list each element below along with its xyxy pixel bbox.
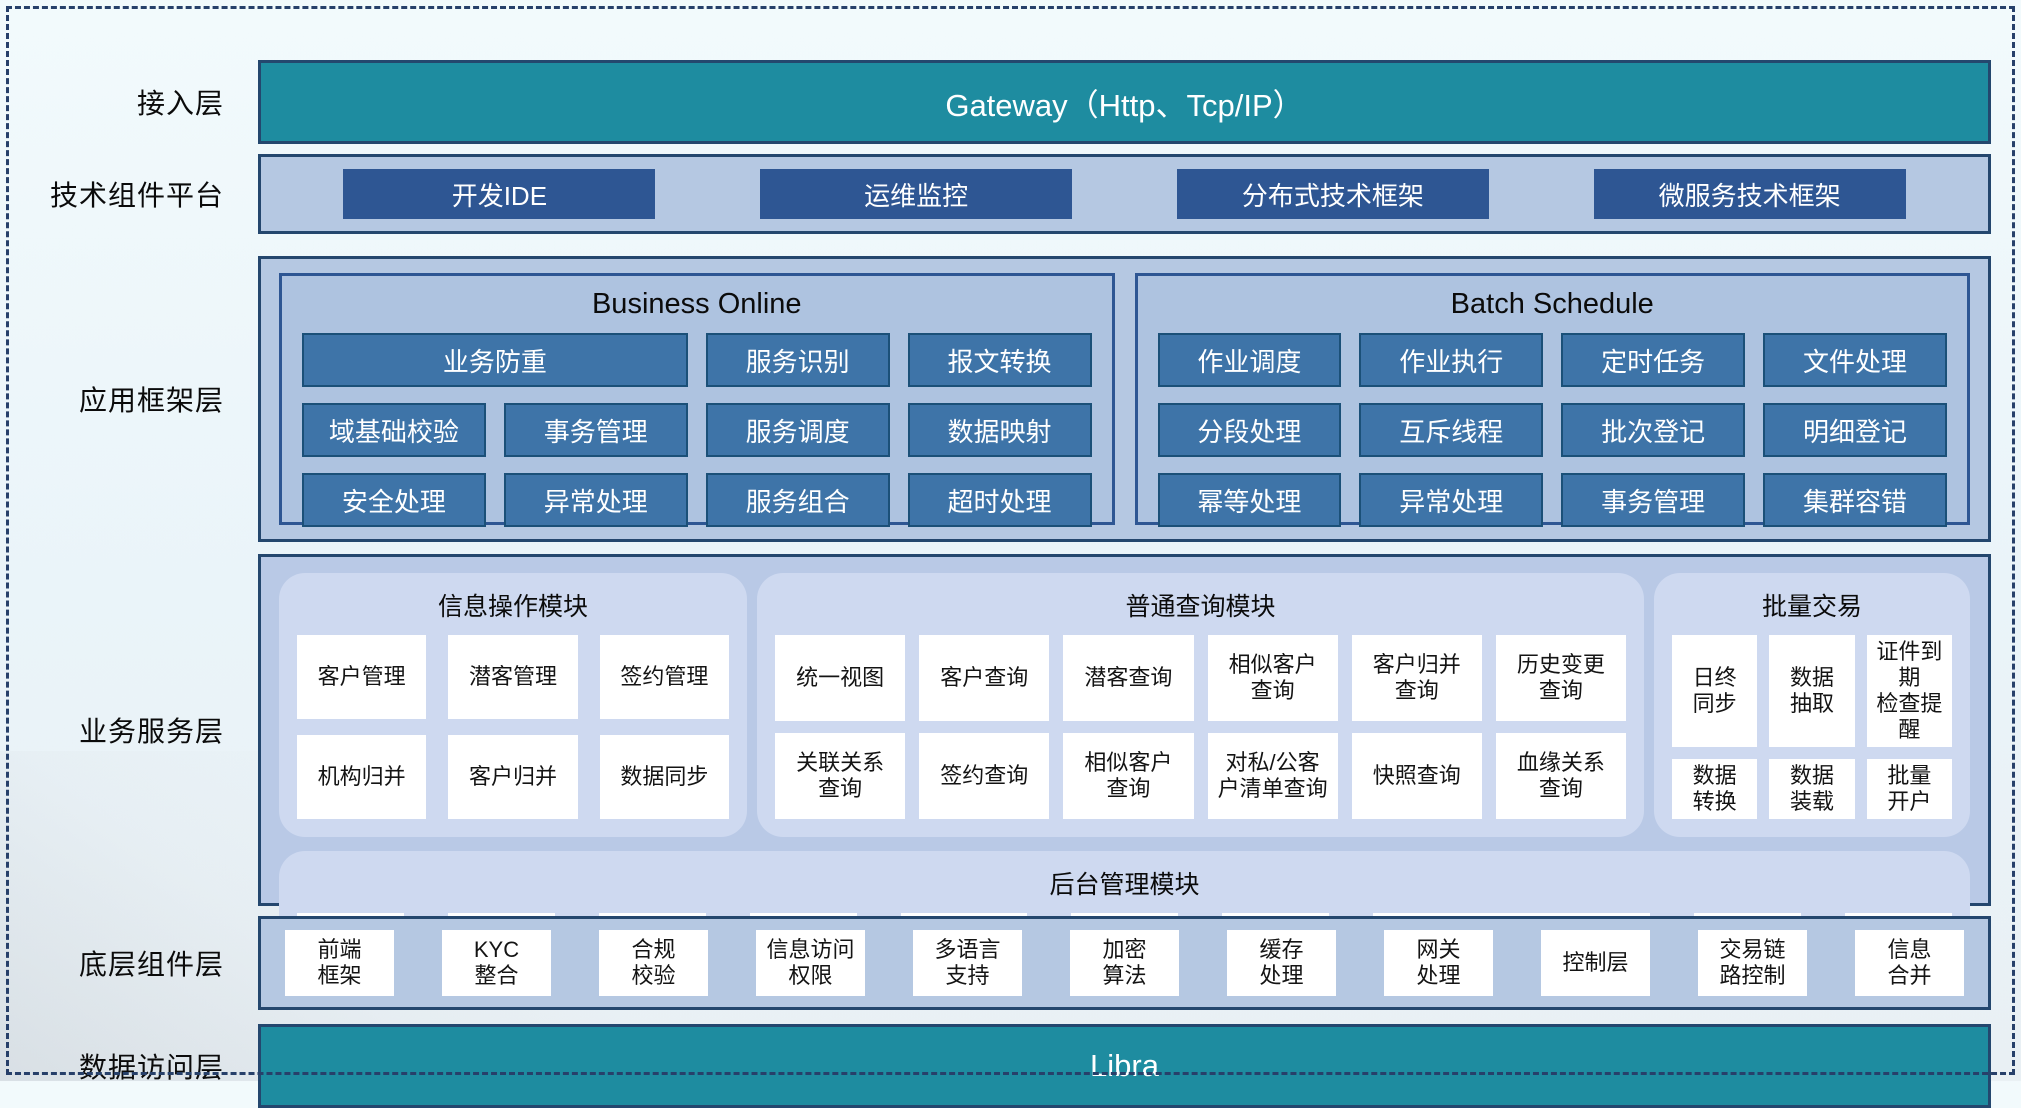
base-components-panel: 前端 框架 KYC 整合 合规 校验 信息访问 权限 多语言 支持 加密 算法 … [258, 916, 1991, 1010]
base-cell[interactable]: 网关 处理 [1384, 930, 1493, 996]
svc-cell[interactable]: 客户查询 [919, 635, 1050, 721]
svc-cell[interactable]: 客户归并 查询 [1351, 635, 1482, 721]
admin-module-title: 后台管理模块 [1049, 870, 1200, 899]
gateway-bar[interactable]: Gateway（Http、Tcp/IP） [258, 60, 1991, 144]
base-cell[interactable]: 前端 框架 [285, 930, 394, 996]
business-online-grid: 业务防重 服务识别 报文转换 域基础校验 事务管理 服务调度 数据映射 安全处理… [302, 333, 1092, 527]
svc-cell[interactable]: 签约查询 [919, 732, 1050, 819]
bs-item[interactable]: 明细登记 [1763, 403, 1947, 457]
svc-cell[interactable]: 统一视图 [775, 635, 906, 721]
base-cell[interactable]: 缓存 处理 [1227, 930, 1336, 996]
info-module-title: 信息操作模块 [437, 593, 588, 621]
svc-cell[interactable]: 证件到期 检查提醒 [1866, 635, 1952, 747]
bs-item[interactable]: 分段处理 [1157, 403, 1342, 457]
data-access-row: 数据访问层 Libra [0, 1024, 1991, 1108]
bo-item[interactable]: 异常处理 [503, 473, 688, 527]
base-cell[interactable]: 信息 合并 [1855, 930, 1964, 996]
libra-bar[interactable]: Libra [258, 1024, 1991, 1108]
bs-item[interactable]: 集群容错 [1763, 473, 1947, 527]
svc-cell[interactable]: 相似客户 查询 [1207, 635, 1338, 721]
svc-cell[interactable]: 快照查询 [1351, 732, 1482, 819]
bs-item[interactable]: 作业执行 [1359, 333, 1544, 387]
svc-cell[interactable]: 关联关系 查询 [775, 732, 906, 819]
bo-item[interactable]: 域基础校验 [302, 403, 486, 457]
batch-module-title: 批量交易 [1761, 593, 1862, 621]
svc-cell[interactable]: 历史变更 查询 [1495, 635, 1626, 721]
bs-item[interactable]: 事务管理 [1561, 473, 1746, 527]
svc-cell[interactable]: 潜客管理 [448, 635, 578, 719]
bs-item[interactable]: 作业调度 [1157, 333, 1342, 387]
tech-platform-label: 技术组件平台 [49, 180, 224, 211]
base-cell[interactable]: 交易链 路控制 [1698, 930, 1807, 996]
tech-item-distributed-framework[interactable]: 分布式技术框架 [1176, 169, 1489, 219]
bs-item[interactable]: 幂等处理 [1157, 473, 1342, 527]
batch-schedule-box: Batch Schedule 作业调度 作业执行 定时任务 文件处理 分段处理 … [1134, 273, 1970, 527]
base-cell[interactable]: 多语言 支持 [913, 930, 1022, 996]
access-layer-row: 接入层 Gateway（Http、Tcp/IP） [0, 60, 1991, 144]
svc-cell[interactable]: 血缘关系 查询 [1495, 732, 1626, 819]
bo-item[interactable]: 业务防重 [302, 333, 688, 387]
bo-item[interactable]: 服务调度 [705, 403, 890, 457]
tech-item-dev-ide[interactable]: 开发IDE [343, 169, 656, 219]
svc-cell[interactable]: 批量 开户 [1866, 758, 1952, 819]
svc-cell[interactable]: 数据 抽取 [1769, 635, 1855, 747]
batch-trade-module: 批量交易 日终 同步 数据 抽取 证件到期 检查提醒 数据 转换 数据 装载 批… [1654, 573, 1970, 837]
base-cell[interactable]: KYC 整合 [442, 930, 551, 996]
app-framework-label: 应用框架层 [78, 385, 224, 416]
svc-cell[interactable]: 机构归并 [297, 734, 427, 819]
bs-item[interactable]: 文件处理 [1763, 333, 1947, 387]
bo-item[interactable]: 数据映射 [907, 403, 1092, 457]
bo-item[interactable]: 服务组合 [705, 473, 890, 527]
base-components-row: 底层组件层 前端 框架 KYC 整合 合规 校验 信息访问 权限 多语言 支持 … [0, 916, 1991, 1010]
info-operation-module: 信息操作模块 客户管理 潜客管理 签约管理 机构归并 客户归并 数据同步 [279, 573, 747, 837]
business-service-panel: 信息操作模块 客户管理 潜客管理 签约管理 机构归并 客户归并 数据同步 普通查… [258, 554, 1991, 991]
architecture-diagram: 接入层 Gateway（Http、Tcp/IP） 技术组件平台 开发IDE 运维… [0, 60, 1991, 1108]
svc-cell[interactable]: 相似客户 查询 [1063, 732, 1194, 819]
tech-item-microservice-framework[interactable]: 微服务技术框架 [1593, 169, 1906, 219]
app-framework-row: 应用框架层 Business Online 业务防重 服务识别 报文转换 域基础… [0, 256, 1991, 542]
svc-cell[interactable]: 日终 同步 [1672, 635, 1758, 747]
data-access-label: 数据访问层 [78, 1052, 224, 1083]
base-cell[interactable]: 信息访问 权限 [756, 930, 865, 996]
bo-item[interactable]: 超时处理 [907, 473, 1092, 527]
tech-platform-panel: 开发IDE 运维监控 分布式技术框架 微服务技术框架 [258, 154, 1991, 234]
batch-schedule-grid: 作业调度 作业执行 定时任务 文件处理 分段处理 互斥线程 批次登记 明细登记 … [1157, 333, 1947, 527]
base-cell[interactable]: 加密 算法 [1070, 930, 1179, 996]
svc-cell[interactable]: 签约管理 [599, 635, 729, 719]
business-online-title: Business Online [591, 288, 802, 320]
tech-item-ops-monitor[interactable]: 运维监控 [760, 169, 1073, 219]
svc-cell[interactable]: 潜客查询 [1063, 635, 1194, 721]
business-service-label: 业务服务层 [78, 716, 224, 747]
bs-item[interactable]: 互斥线程 [1359, 403, 1544, 457]
app-framework-panel: Business Online 业务防重 服务识别 报文转换 域基础校验 事务管… [258, 256, 1991, 542]
bo-item[interactable]: 报文转换 [907, 333, 1092, 387]
bs-item[interactable]: 异常处理 [1359, 473, 1544, 527]
batch-schedule-title: Batch Schedule [1450, 288, 1654, 320]
svc-cell[interactable]: 客户归并 [448, 734, 578, 819]
general-query-module: 普通查询模块 统一视图 客户查询 潜客查询 相似客户 查询 客户归并 查询 历史… [757, 573, 1644, 837]
query-module-title: 普通查询模块 [1125, 593, 1276, 621]
svc-cell[interactable]: 数据 装载 [1769, 758, 1855, 819]
base-cell[interactable]: 控制层 [1541, 930, 1650, 996]
base-cell[interactable]: 合规 校验 [599, 930, 708, 996]
bo-item[interactable]: 事务管理 [503, 403, 688, 457]
bs-item[interactable]: 定时任务 [1561, 333, 1746, 387]
bo-item[interactable]: 安全处理 [302, 473, 486, 527]
tech-platform-row: 技术组件平台 开发IDE 运维监控 分布式技术框架 微服务技术框架 [0, 154, 1991, 234]
svc-cell[interactable]: 数据 转换 [1672, 758, 1758, 819]
access-layer-label: 接入层 [136, 88, 224, 119]
bo-item[interactable]: 服务识别 [705, 333, 890, 387]
business-online-box: Business Online 业务防重 服务识别 报文转换 域基础校验 事务管… [279, 273, 1115, 527]
svc-cell[interactable]: 客户管理 [297, 635, 427, 719]
bs-item[interactable]: 批次登记 [1561, 403, 1746, 457]
base-components-label: 底层组件层 [78, 949, 224, 980]
svc-cell[interactable]: 数据同步 [599, 734, 729, 819]
svc-cell[interactable]: 对私/公客 户清单查询 [1207, 732, 1338, 819]
business-service-row: 业务服务层 信息操作模块 客户管理 潜客管理 签约管理 机构归并 客户归并 数据… [0, 554, 1991, 991]
